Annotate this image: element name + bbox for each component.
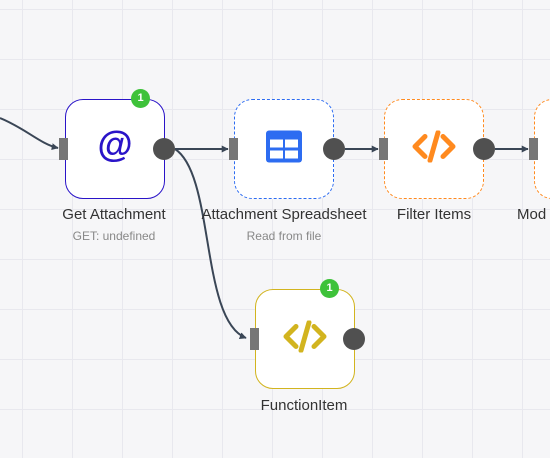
node-title: Get Attachment bbox=[62, 206, 166, 223]
input-port[interactable] bbox=[229, 138, 238, 160]
node-title: Attachment Spreadsheet bbox=[201, 206, 367, 223]
input-port[interactable] bbox=[59, 138, 68, 160]
node-subtitle: GET: undefined bbox=[72, 229, 156, 243]
node-subtitle: Read from file bbox=[246, 229, 322, 243]
node-title: FunctionItem bbox=[260, 397, 348, 414]
input-port[interactable] bbox=[379, 138, 388, 160]
connection-get-to-function[interactable] bbox=[174, 148, 247, 339]
code-icon bbox=[283, 320, 327, 358]
table-icon bbox=[266, 130, 302, 168]
node-title: Filter Items bbox=[396, 206, 472, 223]
input-port[interactable] bbox=[529, 138, 538, 160]
node-title: Mod bbox=[517, 206, 547, 223]
execution-count-badge: 1 bbox=[320, 279, 339, 298]
at-sign-icon: @ bbox=[95, 124, 135, 172]
output-port[interactable] bbox=[343, 328, 365, 350]
output-port[interactable] bbox=[473, 138, 495, 160]
connection-incoming[interactable] bbox=[0, 117, 59, 151]
input-port[interactable] bbox=[250, 328, 259, 350]
output-port[interactable] bbox=[153, 138, 175, 160]
svg-text:@: @ bbox=[97, 127, 132, 165]
code-icon bbox=[412, 130, 456, 168]
output-port[interactable] bbox=[323, 138, 345, 160]
execution-count-badge: 1 bbox=[131, 89, 150, 108]
